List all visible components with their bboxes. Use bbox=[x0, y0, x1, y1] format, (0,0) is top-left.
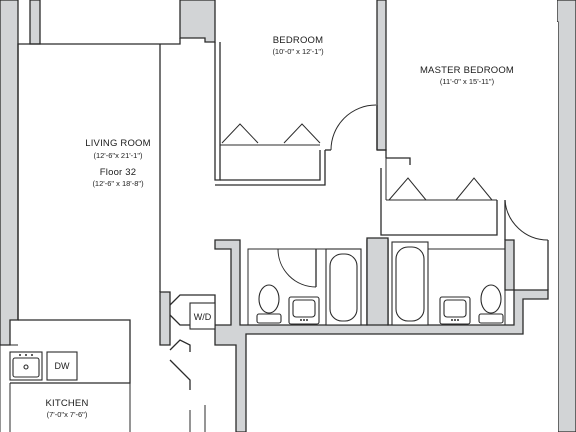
living-room-floor-label: Floor 32 bbox=[100, 167, 136, 178]
washer-dryer-label: W/D bbox=[194, 312, 212, 322]
kitchen-name: KITCHEN bbox=[45, 398, 88, 409]
living-room-floor-dims: (12'-6" x 18'-8") bbox=[92, 179, 144, 188]
sink-right bbox=[439, 296, 471, 325]
left-exterior-wall bbox=[0, 0, 19, 346]
toilet-left bbox=[256, 284, 282, 324]
bathtub-left bbox=[325, 248, 362, 326]
bath-divider-wall bbox=[366, 237, 389, 326]
living-room-dims: (12'-6"x 21'-1") bbox=[93, 151, 143, 160]
bathtub-right bbox=[391, 241, 429, 326]
toilet-right bbox=[478, 284, 504, 324]
washer-dryer-box bbox=[189, 302, 216, 330]
master-bedroom-right-wall bbox=[548, 0, 558, 432]
bedroom-dims: (10'-0" x 12'-1") bbox=[272, 47, 324, 56]
fixtures bbox=[9, 241, 504, 381]
kitchen-side-wall bbox=[159, 291, 171, 346]
partition-lines bbox=[0, 38, 549, 432]
bedroom-name: BEDROOM bbox=[273, 35, 324, 46]
living-room-name: LIVING ROOM bbox=[85, 138, 151, 149]
kitchen-sink bbox=[9, 351, 43, 381]
top-left-pier bbox=[29, 0, 41, 45]
right-exterior-wall bbox=[556, 0, 576, 432]
living-bedroom-pier bbox=[179, 0, 216, 43]
master-bedroom-name: MASTER BEDROOM bbox=[420, 65, 514, 76]
labels: BEDROOM (10'-0" x 12'-1") MASTER BEDROOM… bbox=[45, 35, 514, 419]
dishwasher-box bbox=[46, 351, 78, 381]
master-bath-right-wall bbox=[504, 239, 515, 291]
bedroom-divider-wall bbox=[376, 0, 387, 151]
dishwasher-label: DW bbox=[55, 361, 70, 371]
master-bedroom-dims: (11'-0" x 15'-11") bbox=[440, 77, 495, 86]
kitchen-dims: (7'-0"x 7'-6") bbox=[47, 410, 88, 419]
sink-left bbox=[288, 296, 320, 325]
